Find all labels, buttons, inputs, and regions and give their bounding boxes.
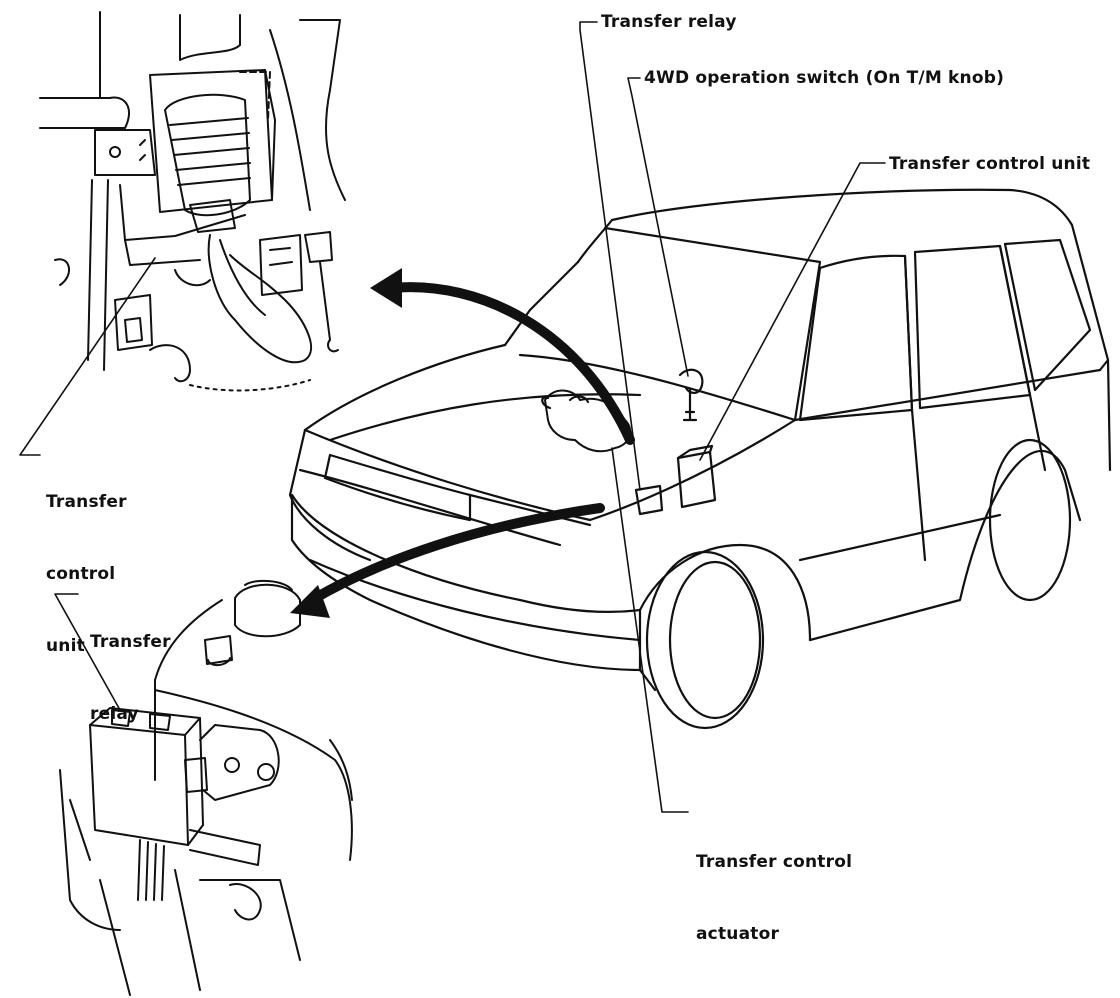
leader-lines [19,21,886,813]
label-line: control [46,564,116,584]
label-line: Transfer control [696,852,853,872]
label-transfer-relay-top: Transfer relay [601,12,737,32]
label-line: unit [46,636,85,656]
label-4wd-operation-switch: 4WD operation switch (On T/M knob) [644,68,1005,88]
label-transfer-control-unit-left: Transfer control unit [46,442,127,682]
label-line: Transfer [90,632,171,652]
label-transfer-control-actuator: Transfer control actuator [696,802,852,970]
vehicle-illustration [288,188,1112,730]
label-line: actuator [696,924,780,944]
relay-inset [59,579,353,996]
control-unit-inset [39,11,346,392]
label-line: Transfer [46,492,127,512]
label-line: relay [90,704,139,724]
label-transfer-control-unit-right: Transfer control unit [889,154,1091,174]
label-transfer-relay-left: Transfer relay [90,582,171,750]
